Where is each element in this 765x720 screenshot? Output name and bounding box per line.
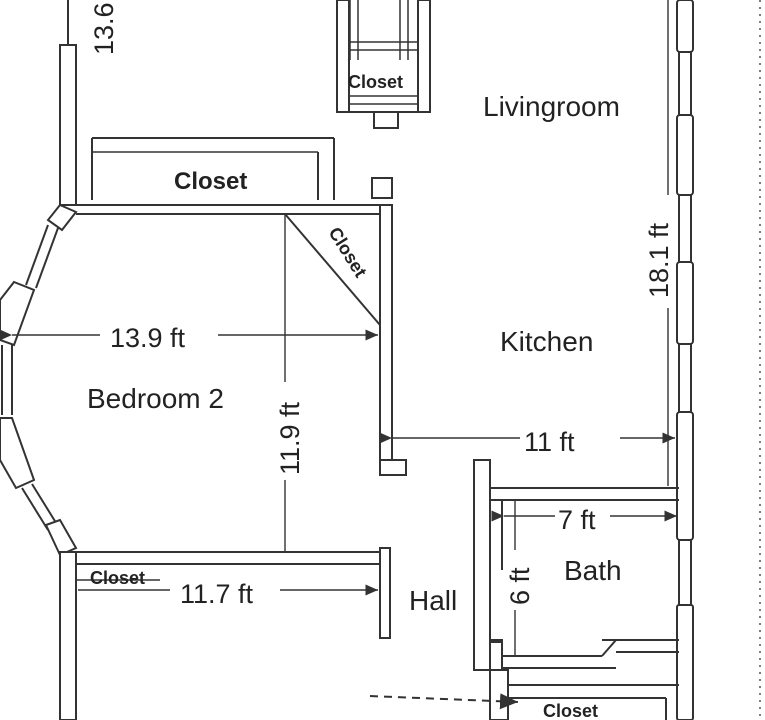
right-exterior-wall xyxy=(676,0,694,720)
kitchen-width-label: 11 ft xyxy=(524,427,575,457)
livingroom-label: Livingroom xyxy=(483,91,620,122)
bedroom-height-label: 11.9 ft xyxy=(275,401,305,475)
top-cut-dimension-label: 13.6 xyxy=(89,2,119,55)
bath-label: Bath xyxy=(564,555,622,586)
bedroom-closet-label: Closet xyxy=(90,568,145,588)
dimension-lines xyxy=(0,0,677,656)
bottom-right-closet-label: Closet xyxy=(543,701,598,720)
top-closet xyxy=(336,0,431,129)
bedroom-right-wall xyxy=(379,204,407,476)
bottom-width-label: 11.7 ft xyxy=(180,579,254,609)
bedroom-width-label: 13.9 ft xyxy=(110,323,186,353)
closet-arrow xyxy=(369,693,519,710)
bath-height-label: 6 ft xyxy=(505,567,535,605)
bath-width-label: 7 ft xyxy=(558,505,596,535)
top-small-closet-label: Closet xyxy=(348,72,403,92)
bottom-walls xyxy=(76,547,679,720)
wide-closet xyxy=(76,137,393,215)
bedroom-2-label: Bedroom 2 xyxy=(87,383,224,414)
hall-label: Hall xyxy=(409,585,457,616)
wide-closet-label: Closet xyxy=(174,168,247,195)
diagonal-closet-label: Closet xyxy=(325,224,371,281)
kitchen-label: Kitchen xyxy=(500,326,593,357)
living-height-label: 18.1 ft xyxy=(644,222,674,298)
left-exterior-wall xyxy=(0,0,78,720)
bath-walls xyxy=(473,459,679,671)
